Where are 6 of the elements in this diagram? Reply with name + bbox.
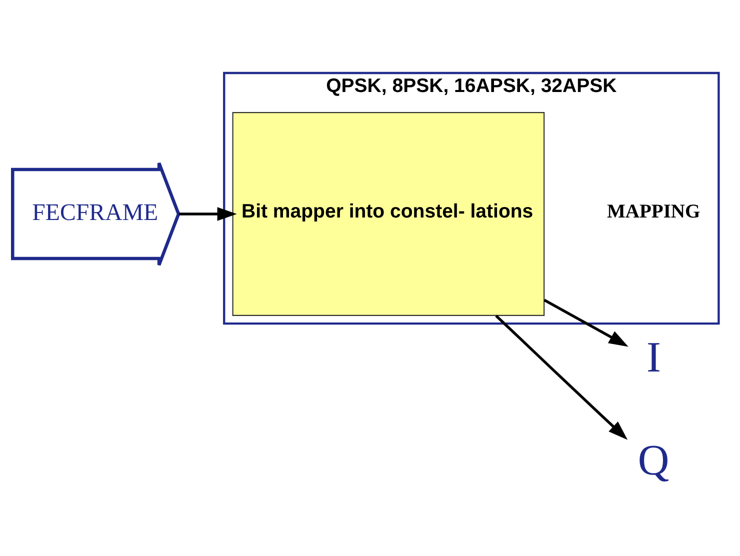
arrow: [495, 314, 628, 440]
node-text: Q: [638, 436, 670, 484]
node-box: Bit mapper into constel- lations: [232, 112, 545, 316]
arrow: [544, 298, 628, 347]
arrow: [178, 207, 237, 221]
node-text: I: [646, 333, 662, 382]
